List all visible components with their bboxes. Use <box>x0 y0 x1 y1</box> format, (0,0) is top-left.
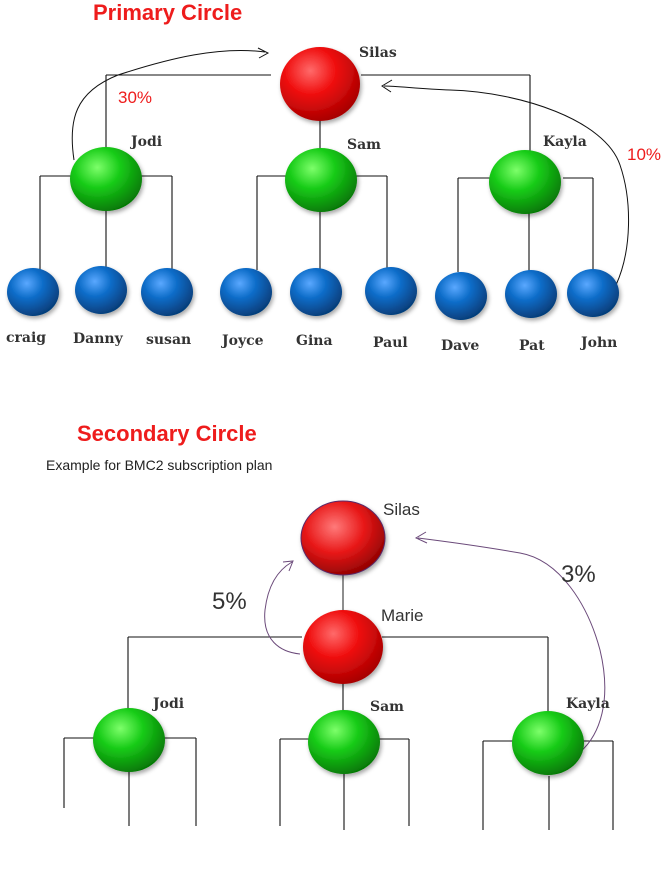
secondary-subtitle: Example for BMC2 subscription plan <box>46 457 272 473</box>
primary-leaf-node-dave <box>435 272 487 320</box>
primary-root-label: Silas <box>359 45 397 61</box>
primary-root-node <box>280 47 360 121</box>
primary-leaf-label-danny: Danny <box>73 331 124 347</box>
primary-leaf-label-gina: Gina <box>296 333 333 349</box>
primary-child-node-kayla <box>489 150 561 214</box>
secondary-left-arrow-curve <box>264 560 301 655</box>
primary-child-label-sam: Sam <box>347 137 381 153</box>
secondary-root-label: Silas <box>383 500 420 519</box>
primary-connectors <box>39 74 594 272</box>
primary-leaf-label-dave: Dave <box>441 338 479 354</box>
secondary-middle-node <box>303 610 383 684</box>
secondary-child-node-kayla <box>512 711 584 775</box>
secondary-child-node-jodi <box>93 708 165 772</box>
secondary-root-node <box>300 500 386 576</box>
primary-child-node-jodi <box>70 147 142 211</box>
primary-left-arrow-curve <box>71 47 270 161</box>
primary-right-arrow-curve <box>381 79 629 286</box>
secondary-child-label-sam: Sam <box>370 699 404 715</box>
primary-leaf-node-pat <box>505 270 557 318</box>
primary-leaf-label-susan: susan <box>146 332 191 348</box>
secondary-percent-left: 5% <box>212 588 247 615</box>
secondary-right-arrow-curve <box>414 531 606 753</box>
primary-leaf-label-craig: craig <box>6 330 46 346</box>
primary-title: Primary Circle <box>93 0 242 25</box>
secondary-middle-label: Marie <box>381 606 424 625</box>
primary-leaf-node-craig <box>7 268 59 316</box>
secondary-child-node-sam <box>308 710 380 774</box>
primary-leaf-label-john: John <box>579 335 617 351</box>
primary-leaf-node-danny <box>75 266 127 314</box>
primary-circle-section: Primary Circle <box>6 0 661 354</box>
secondary-circle-section: Secondary Circle Example for BMC2 subscr… <box>46 421 614 830</box>
secondary-child-label-kayla: Kayla <box>566 696 610 712</box>
primary-percent-left: 30% <box>118 88 152 107</box>
primary-child-label-kayla: Kayla <box>543 134 587 150</box>
primary-child-label-jodi: Jodi <box>129 134 162 150</box>
primary-leaf-label-paul: Paul <box>373 335 408 351</box>
primary-leaf-node-joyce <box>220 268 272 316</box>
primary-leaf-node-paul <box>365 267 417 315</box>
primary-leaf-label-pat: Pat <box>519 338 545 354</box>
secondary-percent-right: 3% <box>561 561 596 588</box>
secondary-connectors <box>63 574 614 830</box>
primary-percent-right: 10% <box>627 145 661 164</box>
primary-leaf-label-joyce: Joyce <box>220 333 264 349</box>
secondary-title: Secondary Circle <box>77 421 257 446</box>
primary-leaf-node-john <box>567 269 619 317</box>
primary-leaf-node-gina <box>290 268 342 316</box>
primary-leaf-node-susan <box>141 268 193 316</box>
primary-child-node-sam <box>285 148 357 212</box>
secondary-child-label-jodi: Jodi <box>151 696 184 712</box>
